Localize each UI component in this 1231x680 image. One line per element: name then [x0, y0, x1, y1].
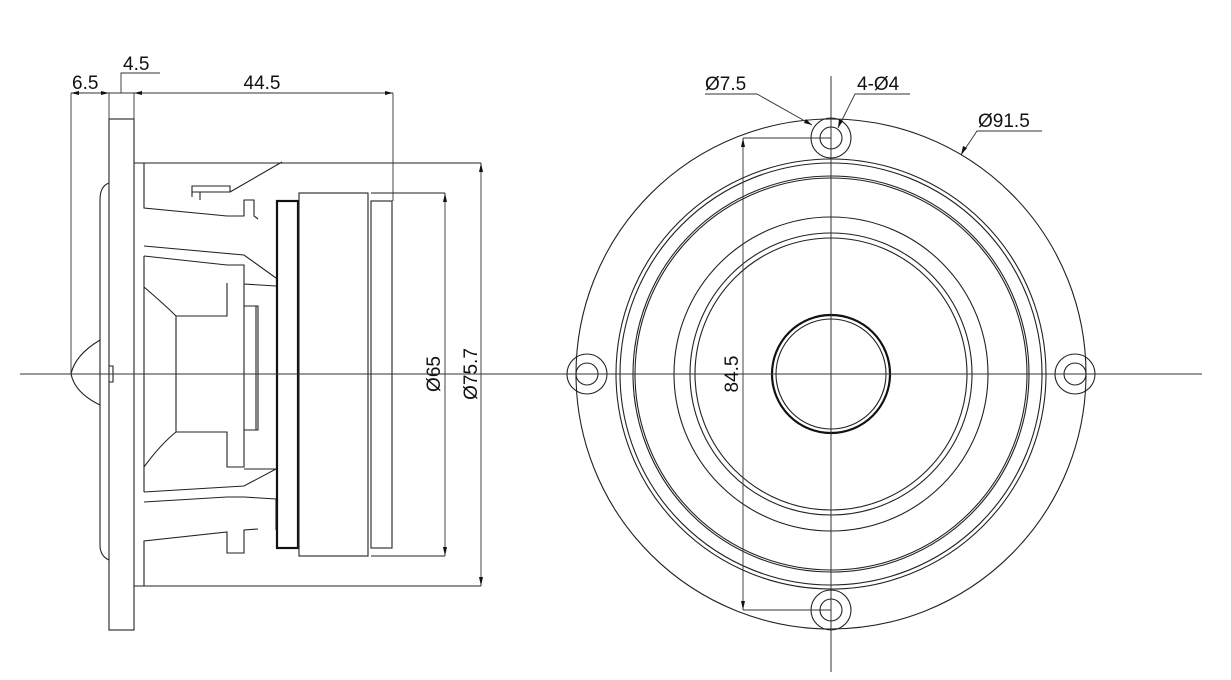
leader-holes	[837, 93, 910, 129]
back-plate	[370, 200, 393, 549]
dim-mounting-holes: 4-Ø4	[857, 74, 900, 95]
basket-top	[134, 162, 259, 220]
dim-44-5: 44.5	[244, 73, 281, 94]
side-view: 6.5 4.5 44.5 Ø65 Ø75.7	[70, 54, 483, 631]
surround	[99, 182, 110, 561]
arrowhead	[838, 119, 843, 128]
dim-outer-diameter: Ø91.5	[978, 111, 1030, 132]
dim-hole-spacing: 84.5	[722, 356, 743, 393]
dim-boss-diameter: Ø7.5	[705, 74, 746, 95]
voice-coil-former	[176, 283, 245, 468]
terminal	[191, 161, 283, 200]
arrowhead	[804, 119, 812, 125]
basket-arm-lower	[143, 468, 277, 503]
arrowheads	[71, 91, 393, 95]
leader-outer	[960, 130, 1042, 156]
dim-6-5: 6.5	[72, 73, 98, 94]
top-plate	[275, 199, 300, 550]
dust-cap-profile	[70, 339, 101, 406]
leader-boss	[705, 93, 813, 126]
basket-arm-upper	[143, 245, 277, 287]
dim-4-5: 4.5	[123, 54, 149, 75]
voice-coil	[244, 305, 259, 431]
flange	[108, 118, 135, 631]
basket-bottom	[134, 496, 277, 587]
arrowhead	[961, 146, 967, 155]
front-view: 84.5 Ø7.5 4-Ø4 Ø91.5	[20, 74, 1202, 672]
magnet	[298, 192, 369, 557]
leader-4-5	[120, 72, 160, 93]
